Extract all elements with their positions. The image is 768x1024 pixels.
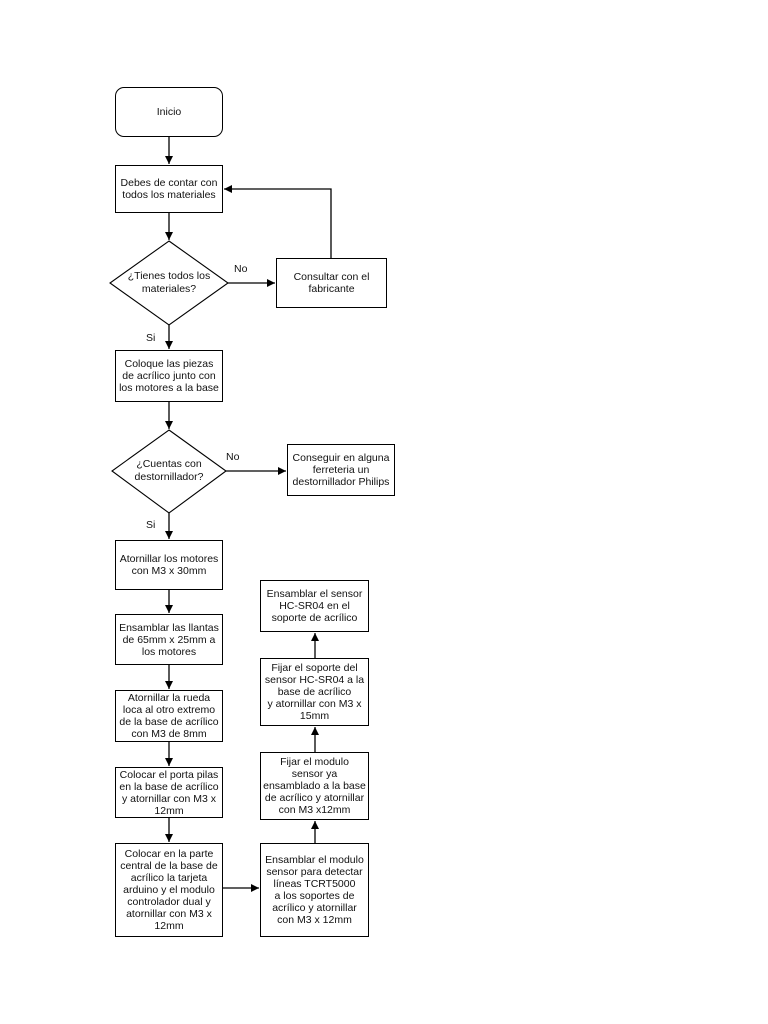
battery-holder-node: Colocar el porta pilas en la base de acr… [115, 767, 223, 818]
node-text-line: con M3 x12mm [278, 804, 351, 816]
consult-manufacturer-node: Consultar con el fabricante [276, 258, 387, 308]
node-text-line: de 65mm x 25mm a [122, 633, 216, 646]
node-text-line: 12mm [154, 920, 184, 932]
node-text-line: atornillar con M3 x [126, 908, 212, 920]
node-text-line: base de acrílico [277, 686, 352, 698]
node-text-line: con M3 de 8mm [131, 728, 207, 740]
node-text-line: Atornillar los motores [119, 553, 219, 565]
decision-materials-text: ¿Tienes todos los materiales? [114, 269, 224, 297]
decision-screwdriver-text: ¿Cuentas con destornillador? [114, 457, 224, 485]
node-text-line: sensor HC-SR04 a la [264, 674, 365, 686]
arrow-consult-back-to-materials-check [224, 185, 332, 258]
node-text-line: Ensamblar el modulo [265, 854, 364, 866]
screw-caster-node: Atornillar la rueda loca al otro extremo… [115, 690, 223, 742]
node-text-line: Conseguir en alguna [292, 452, 390, 464]
node-text-line: materiales? [141, 283, 197, 295]
node-text-line: en la base de acrílico [119, 780, 219, 793]
node-text-line: ferreteria un [312, 464, 370, 476]
node-text-line: ¿Tienes todos los [127, 270, 211, 282]
node-text-line: Ensamblar las llantas [119, 621, 219, 634]
node-text-line: Fijar el modulo [280, 756, 349, 768]
node-text-line: con M3 x 30mm [131, 565, 207, 577]
node-text-line: Colocar en la parte [124, 848, 214, 860]
node-text-line: Inicio [156, 106, 182, 118]
node-text-line: de la base de acrílico [119, 716, 219, 728]
node-text-line: loca al otro extremo [122, 704, 216, 716]
place-arduino-node: Colocar en la parte central de la base d… [115, 843, 223, 937]
node-text-line: los motores a la base [119, 382, 219, 394]
node-text-line: los motores [141, 645, 197, 658]
fix-line-sensor-node: Fijar el modulo sensor ya ensamblado a l… [260, 752, 369, 820]
edge-label-screwdriver-si: Si [146, 519, 156, 531]
place-acrylic-node: Coloque las piezas de acrílico junto con… [115, 350, 223, 402]
node-text-line: líneas TCRT5000 [273, 878, 356, 890]
node-text-line: y atornillar con M3 x [267, 698, 362, 710]
materials-check-node: Debes de contar con todos los materiales [115, 165, 223, 213]
start-node: Inicio [115, 87, 223, 137]
assemble-wheels-node: Ensamblar las llantas de 65mm x 25mm a l… [115, 614, 223, 665]
node-text-line: acrílico la tarjeta [130, 872, 208, 884]
edge-label-materials-si: Si [146, 332, 156, 344]
get-screwdriver-node: Conseguir en alguna ferreteria un destor… [287, 444, 395, 496]
node-text-line: 15mm [299, 710, 330, 722]
decision-materials-diamond [109, 240, 229, 326]
node-text-line: sensor para detectar [266, 866, 363, 878]
node-text-line: Fijar el soporte del [271, 662, 358, 674]
node-text-line: Atornillar la rueda [127, 692, 211, 704]
node-text-line: Coloque las piezas [124, 358, 214, 370]
screw-motors-node: Atornillar los motores con M3 x 30mm [115, 540, 223, 590]
node-text-line: destornillador? [134, 471, 204, 483]
node-text-line: Colocar el porta pilas [119, 768, 219, 781]
node-text-line: 12mm [154, 804, 184, 817]
node-text-line: ¿Cuentas con [136, 458, 202, 470]
node-text-line: a los soportes de [274, 890, 355, 902]
assemble-hc-sensor-node: Ensamblar el sensor HC-SR04 en el soport… [260, 580, 369, 632]
node-text-line: todos los materiales [122, 189, 216, 201]
node-text-line: de acrílico y atornillar [264, 792, 365, 804]
node-text-line: con M3 x 12mm [277, 914, 352, 926]
node-text-line: central de la base de [120, 860, 218, 872]
node-text-line: Debes de contar con [120, 177, 218, 189]
fix-hc-support-node: Fijar el soporte del sensor HC-SR04 a la… [260, 658, 369, 726]
node-text-line: acrílico y atornillar [272, 902, 357, 914]
edge-label-screwdriver-no: No [226, 451, 240, 463]
edge-label-materials-no: No [234, 263, 248, 275]
node-text-line: y atornillar con M3 x [122, 792, 216, 805]
node-text-line: Consultar con el [293, 271, 370, 283]
node-text-line: de acrílico junto con [122, 370, 216, 382]
node-text-line: arduino y el modulo [123, 884, 215, 896]
node-text-line: Ensamblar el sensor [266, 588, 363, 600]
node-text-line: destornillador Philips [292, 476, 390, 488]
node-text-line: HC-SR04 en el [279, 600, 350, 612]
assemble-line-sensor-node: Ensamblar el modulo sensor para detectar… [260, 843, 369, 937]
node-text-line: sensor ya [291, 768, 338, 780]
node-text-line: controlador dual y [127, 896, 211, 908]
node-text-line: fabricante [308, 283, 355, 295]
node-text-line: soporte de acrílico [271, 612, 358, 624]
decision-screwdriver-diamond [111, 429, 227, 514]
node-text-line: ensamblado a la base [263, 780, 366, 792]
